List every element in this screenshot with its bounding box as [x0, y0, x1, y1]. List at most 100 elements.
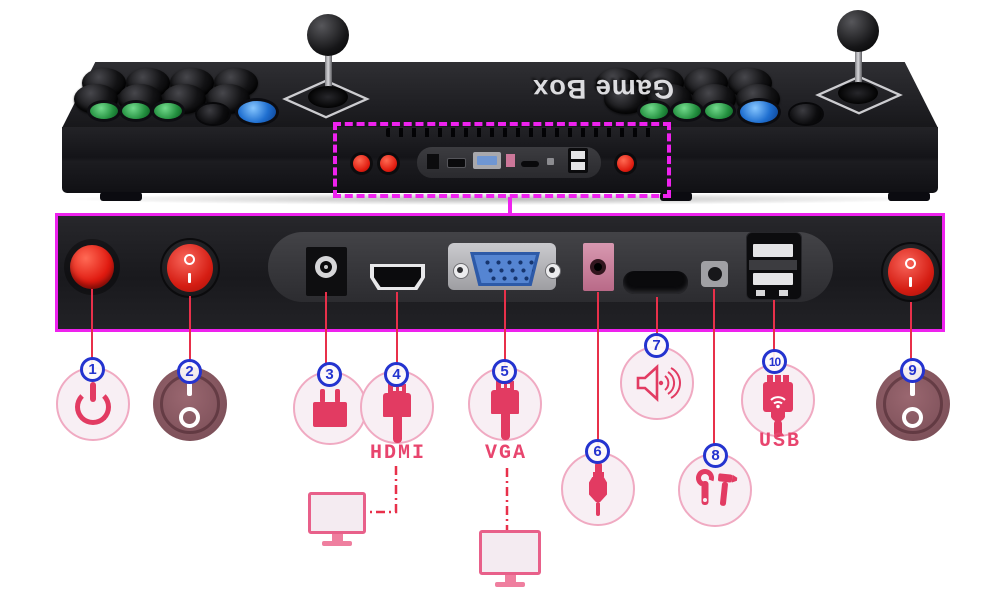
hdmi-label: HDMI: [369, 442, 426, 465]
rocker-o-mark: [179, 407, 200, 428]
callout-number-7: 7: [644, 333, 669, 358]
joystick-ball: [307, 14, 349, 56]
plug-prong: [320, 389, 325, 403]
setup-button: [708, 267, 722, 281]
mini-dc-jack: [427, 154, 439, 169]
usb-port-bottom: [753, 273, 793, 285]
cable-tail: [392, 417, 402, 443]
callout-number-5: 5: [492, 359, 517, 384]
machine-foot: [888, 192, 930, 201]
machine-foot: [100, 192, 142, 201]
monitor-base: [495, 582, 525, 587]
monitor-icon-vga: [479, 530, 541, 587]
ports-highlight-dashed-box: [333, 122, 671, 198]
mini-red-button: [617, 155, 634, 172]
vent-holes: [386, 128, 658, 137]
speaker-glyph: [636, 364, 681, 402]
small-black-button: [790, 104, 822, 124]
plug-tip: [594, 462, 602, 472]
callout-number-3: 3: [317, 362, 342, 387]
joystick-base: [838, 82, 878, 104]
plug-prong: [335, 389, 340, 403]
hdmi-port: [374, 267, 421, 287]
blue-button: [238, 101, 276, 123]
mini-red-button: [380, 155, 397, 172]
mini-setup-button: [547, 158, 554, 165]
blue-button: [740, 101, 778, 123]
green-button: [673, 103, 701, 119]
mini-hdmi-port: [447, 158, 466, 168]
vga-cable-glyph: [491, 381, 519, 441]
power-arc: [75, 389, 111, 425]
plug-body: [589, 477, 607, 502]
dc-jack-pin: [324, 265, 328, 269]
green-button: [154, 103, 182, 119]
plug-cable: [596, 502, 600, 516]
green-button: [640, 103, 668, 119]
speaker-icon: [620, 346, 694, 420]
machine-shadow: [70, 193, 930, 205]
power-icon: [56, 367, 130, 441]
plug-collar: [592, 472, 604, 477]
rocker-o-mark: [905, 258, 916, 269]
usb-plug-icon: [741, 363, 815, 437]
gamebox-logo: Game Box: [529, 74, 678, 104]
plug-body: [313, 402, 347, 427]
vga-screw-center: [457, 267, 463, 273]
joystick-shaft: [855, 48, 862, 90]
rocker-i-mark: [187, 381, 192, 396]
callout-number-8: 8: [703, 443, 728, 468]
power-bar: [90, 382, 96, 402]
machine-foot: [660, 192, 692, 201]
callout-number-2: 2: [177, 359, 202, 384]
cable-body: [383, 393, 411, 417]
callout-number-9: 9: [900, 358, 925, 383]
monitor-icon-hdmi: [308, 492, 366, 546]
usb-divider: [749, 260, 797, 270]
rocker-i-mark: [910, 381, 915, 396]
monitor-screen: [308, 492, 366, 534]
power-glyph: [75, 382, 111, 425]
rocker-switch: [888, 248, 934, 296]
monitor-base: [322, 541, 352, 546]
vga-label: VGA: [484, 442, 527, 465]
audio-plug-icon: [561, 452, 635, 526]
vga-pin-row: [485, 268, 533, 273]
usb-port-top: [753, 244, 793, 257]
tools-icon: [678, 453, 752, 527]
vga-pin-row: [488, 276, 530, 281]
mini-usb-port: [571, 162, 585, 170]
joystick-ball: [837, 10, 879, 52]
cable-body: [491, 390, 519, 414]
callout-number-4: 4: [384, 362, 409, 387]
hdmi-cable-glyph: [383, 384, 411, 444]
cable-tip: [388, 384, 406, 393]
audio-plug-glyph: [589, 462, 607, 516]
monitor-neck: [331, 534, 343, 541]
mini-sd-slot: [521, 161, 539, 167]
monitor-screen: [479, 530, 541, 575]
usb-plug-glyph: [763, 375, 793, 437]
usb-contact: [779, 290, 788, 296]
tools-glyph: [696, 469, 738, 506]
small-black-button: [197, 104, 229, 124]
vga-pin-row: [482, 260, 536, 265]
monitor-neck: [504, 575, 516, 582]
rocker-i-mark: [188, 273, 191, 283]
joystick-base: [308, 86, 348, 108]
mini-usb-port: [571, 151, 585, 159]
callout-number-1: 1: [80, 357, 105, 382]
rear-panel-zoomed: [55, 213, 945, 332]
mini-red-button: [353, 155, 370, 172]
zoom-connector-line: [508, 197, 512, 214]
green-button: [705, 103, 733, 119]
vga-screw-center: [549, 267, 555, 273]
mini-audio-jack: [506, 154, 515, 167]
green-button: [90, 103, 118, 119]
cable-tail: [500, 414, 510, 440]
rocker-o-mark: [184, 254, 195, 265]
green-button: [122, 103, 150, 119]
rocker-switch: [167, 244, 213, 292]
plug-glyph: [313, 389, 347, 427]
